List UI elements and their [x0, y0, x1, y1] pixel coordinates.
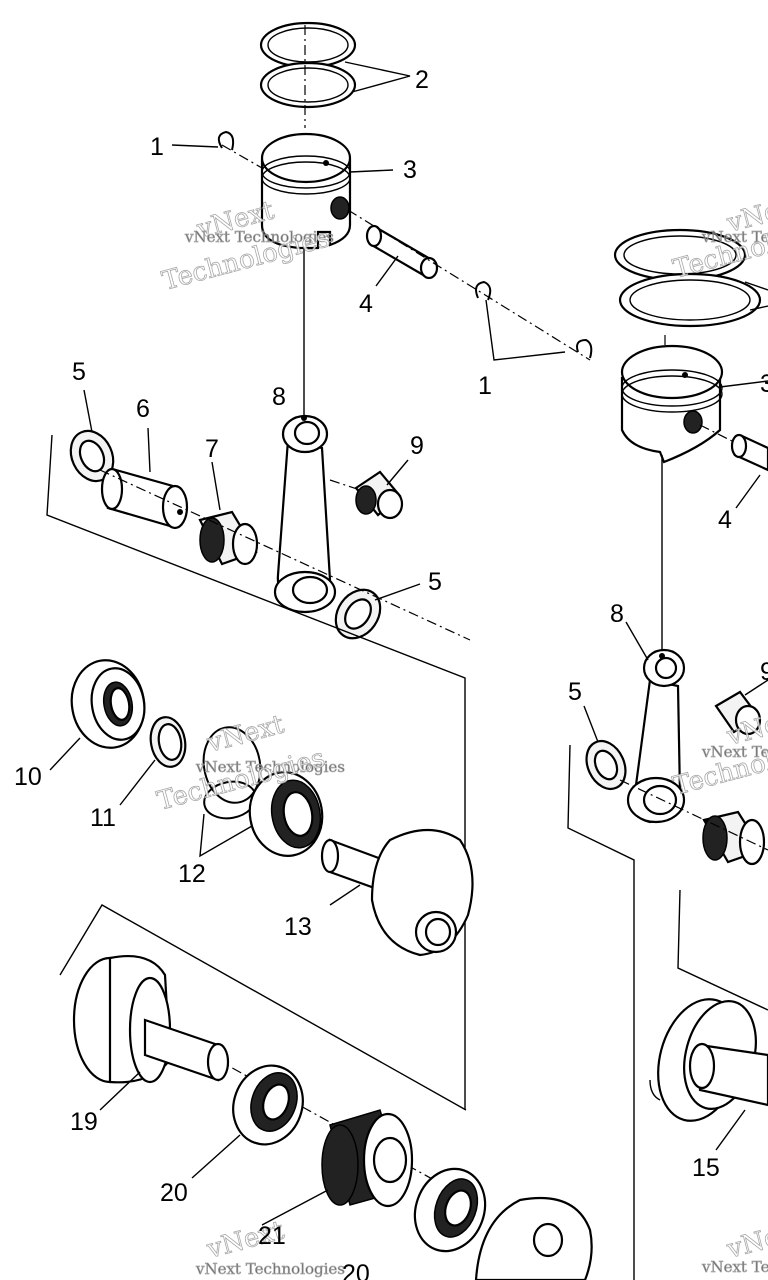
callout-13: 13 — [284, 913, 312, 941]
thrust-washer-lower-left — [334, 588, 382, 640]
needle-bearing-right-small — [714, 690, 762, 736]
callout-20: 20 — [160, 1179, 188, 1207]
watermark-middle-right: vNext vNext Technologies Technologies — [670, 702, 768, 802]
needle-bearing-small-left — [354, 470, 404, 520]
piston-left — [260, 132, 352, 250]
callout-6: 6 — [136, 395, 150, 423]
callout-3: 3 — [760, 370, 768, 398]
piston-right — [620, 344, 724, 464]
connecting-rod-left — [273, 414, 337, 614]
callout-19: 19 — [70, 1108, 98, 1136]
callout-9: 9 — [410, 432, 424, 460]
callout-3: 3 — [403, 156, 417, 184]
svg-text:vNext Technologies: vNext Technologies — [701, 228, 768, 246]
callout-10: 10 — [14, 763, 42, 791]
svg-text:vNext: vNext — [203, 709, 288, 759]
callout-2: 2 — [415, 66, 429, 94]
circlip-middle — [475, 280, 492, 301]
callout-11: 11 — [90, 804, 116, 832]
svg-text:vNext Technologies: vNext Technologies — [701, 1258, 768, 1276]
callout-1: 1 — [150, 133, 164, 161]
thrust-washer-right — [585, 739, 627, 791]
callout-8: 8 — [610, 600, 624, 628]
piston-rings-left — [259, 21, 357, 109]
callout-8: 8 — [272, 383, 286, 411]
callout-5: 5 — [568, 678, 582, 706]
callout-5: 5 — [428, 568, 442, 596]
svg-text:vNext Technologies: vNext Technologies — [701, 743, 768, 761]
labyrinth-seal-21 — [321, 1109, 414, 1208]
piston-pin-right — [730, 433, 768, 472]
needle-bearing-right-large — [702, 810, 766, 866]
callout-1: 1 — [478, 372, 492, 400]
callout-12: 12 — [178, 860, 206, 888]
callout-5: 5 — [72, 358, 86, 386]
circlip-right — [576, 338, 593, 359]
svg-text:vNext Technologies: vNext Technologies — [184, 228, 334, 246]
callout-4: 4 — [718, 506, 732, 534]
callout-20: 20 — [342, 1260, 370, 1280]
callout-7: 7 — [205, 435, 219, 463]
needle-bearing-large-left — [198, 510, 259, 566]
svg-text:vNext Technologies: vNext Technologies — [195, 1260, 345, 1278]
ball-bearing-12 — [248, 771, 324, 857]
ball-bearing-20b — [413, 1167, 487, 1253]
callout-4: 4 — [359, 290, 373, 318]
crank-pin-left — [100, 467, 189, 530]
crankshaft-19 — [72, 954, 230, 1084]
callout-15: 15 — [692, 1154, 720, 1182]
piston-rings-right — [613, 228, 762, 328]
callout-21: 21 — [258, 1222, 286, 1250]
crankshaft-15 — [649, 998, 768, 1122]
piston-pin-left — [365, 224, 439, 280]
connecting-rod-right — [626, 648, 686, 824]
watermark-bottom-right: vNext vNext Technologies — [701, 1215, 768, 1276]
crankshaft-13 — [320, 829, 474, 957]
ball-bearing-20a — [232, 1064, 304, 1146]
ball-bearing-10 — [70, 659, 146, 749]
spacer-ring-11 — [149, 716, 187, 768]
callout-9: 9 — [760, 658, 768, 686]
svg-text:vNext Technologies: vNext Technologies — [195, 758, 345, 776]
circlip-left-a — [217, 130, 235, 151]
thrust-washer-left — [69, 429, 115, 483]
